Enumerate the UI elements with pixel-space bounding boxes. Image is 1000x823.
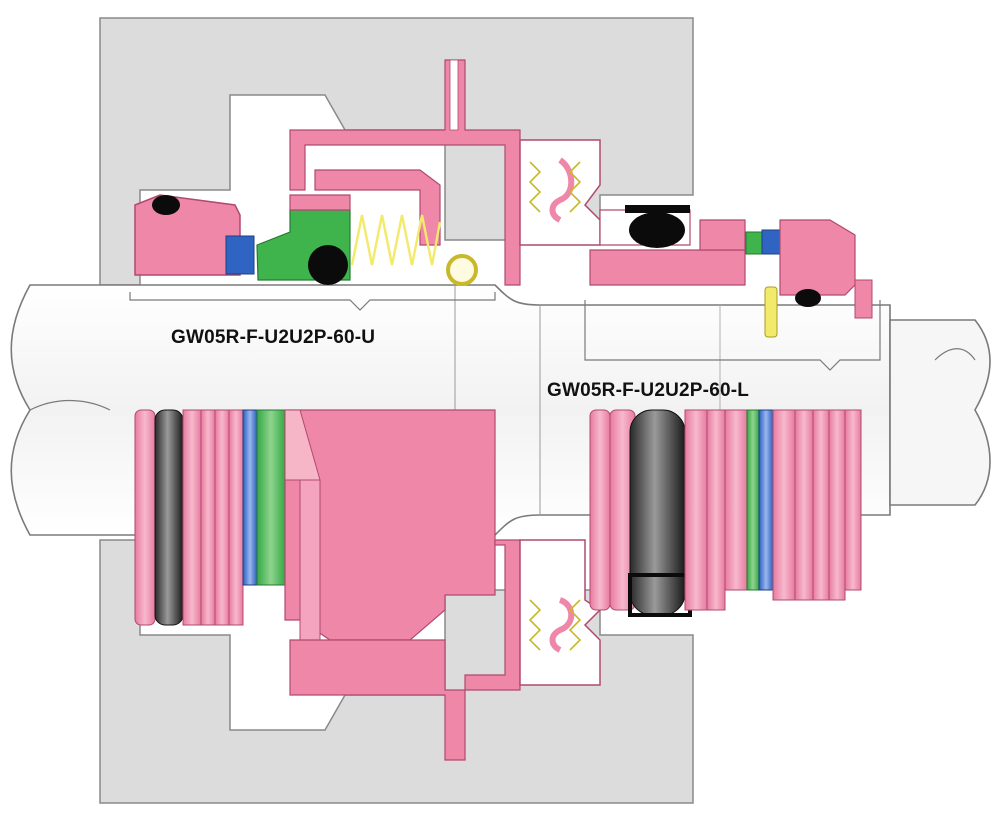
lower-seal-label: GW05R-F-U2U2P-60-L	[547, 380, 749, 401]
lower-seal-external	[134, 409, 862, 761]
spring-upper	[350, 214, 442, 266]
oring-top-left	[152, 195, 180, 215]
blue-seat-ring-upper	[225, 235, 255, 275]
spring-ring-upper	[446, 254, 478, 286]
drive-pin	[764, 286, 778, 338]
upper-seal-label: GW05R-F-U2U2P-60-U	[171, 327, 375, 348]
oring-upper-right	[629, 212, 685, 248]
oring-upper-face	[308, 245, 348, 285]
upper-seal-cutaway	[129, 59, 881, 371]
